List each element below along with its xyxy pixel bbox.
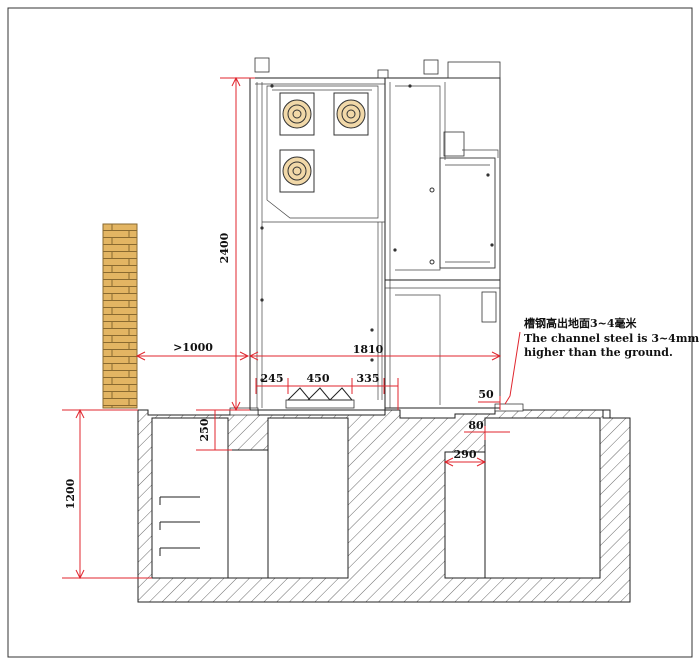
foundation: [100, 403, 631, 603]
dim-335: 335: [357, 372, 380, 385]
dimension-lines: [62, 76, 521, 580]
note-english-line1: The channel steel is 3~4mm: [524, 332, 699, 345]
drawing-frame: [7, 7, 693, 658]
dim-2400: 2400: [218, 232, 231, 263]
dim-50: 50: [478, 388, 494, 401]
brick-wall: [102, 223, 138, 409]
current-transformer-icon: [279, 149, 315, 193]
current-transformer-icon: [333, 92, 369, 136]
current-transformer-icon: [279, 92, 315, 136]
dim-250: 250: [198, 418, 211, 441]
dim-1200: 1200: [64, 478, 77, 509]
dim-450: 450: [307, 372, 330, 385]
dim-290: 290: [454, 448, 477, 461]
dim-245: 245: [261, 372, 284, 385]
dim-wall-clearance: >1000: [173, 341, 213, 354]
dim-1810: 1810: [353, 343, 384, 356]
note-chinese: 槽钢高出地面3~4毫米: [524, 316, 638, 330]
note-english-line2: higher than the ground.: [524, 346, 673, 359]
dim-80: 80: [468, 419, 484, 432]
